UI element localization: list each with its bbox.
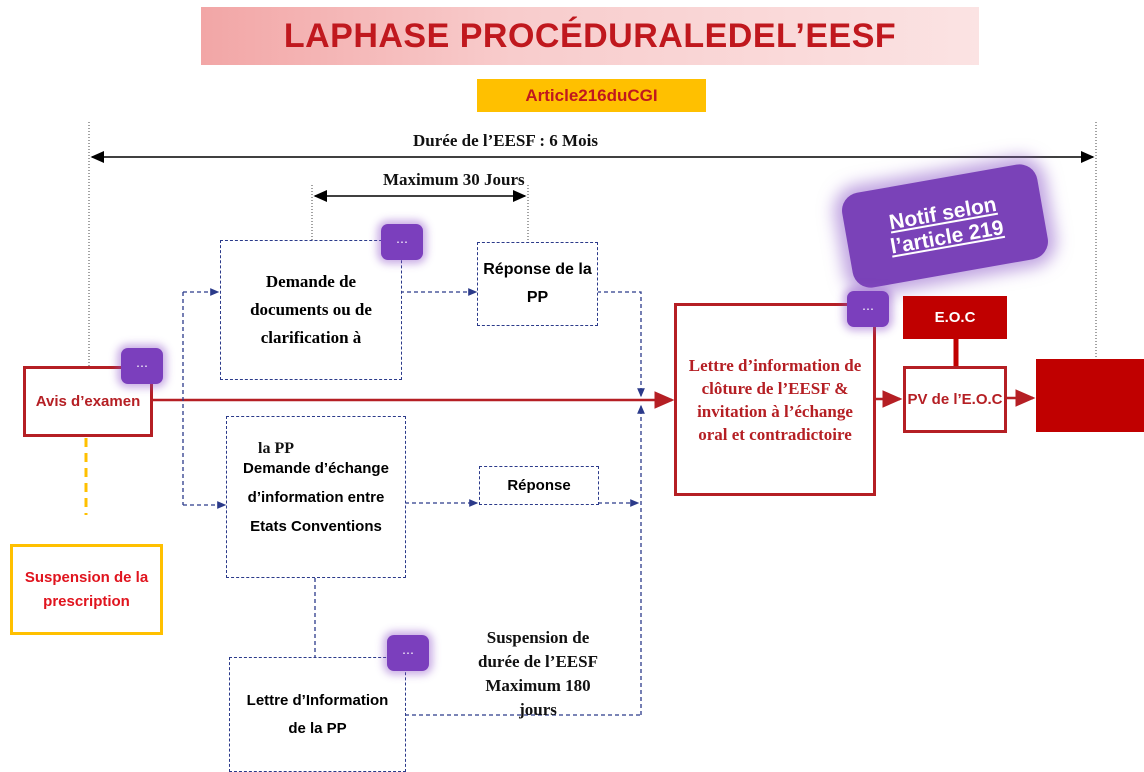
suspension-prescription-box: Suspension de la prescription <box>10 544 163 635</box>
eoc-box: E.O.C <box>903 296 1007 339</box>
demande-echange-pp-overlay: la PP <box>258 440 294 457</box>
demande-echange-box: Demande d’échange d’information entre Et… <box>226 416 406 578</box>
reponse-box: Réponse <box>479 466 599 505</box>
page-title: LAPHASE PROCÉDURALEDEL’EESF <box>283 16 897 55</box>
article-reference: Article216duCGI <box>525 85 658 105</box>
lettre-information-pp-box: Lettre d’Information de la PP <box>229 657 406 772</box>
demande-documents-label: Demande de documents ou de clarification… <box>250 272 372 347</box>
comment-icon[interactable]: ⋯ <box>387 635 429 671</box>
final-step-box <box>1036 359 1144 432</box>
demande-documents-box: Demande de documents ou de clarification… <box>220 240 402 380</box>
duration-label: Durée de l’EESF : 6 Mois <box>413 131 598 150</box>
article-reference-box: Article216duCGI <box>477 79 706 112</box>
comment-icon[interactable]: ⋯ <box>847 291 889 327</box>
notif-badge-text: Notif selon l’article 219 <box>887 192 1006 259</box>
lettre-cloture-box: Lettre d’information de clôture de l’EES… <box>674 303 876 496</box>
pv-eoc-box: PV de l’E.O.C <box>903 366 1007 433</box>
comment-icon[interactable]: ⋯ <box>381 224 423 260</box>
comment-icon[interactable]: ⋯ <box>121 348 163 384</box>
reponse-pp-label: Réponse de la PP <box>483 261 592 306</box>
reponse-label: Réponse <box>507 477 571 494</box>
reponse-pp-box: Réponse de la PP <box>477 242 598 326</box>
demande-echange-label: Demande d’échange d’information entre Et… <box>243 459 389 535</box>
lettre-information-pp-label: Lettre d’Information de la PP <box>246 691 389 737</box>
pv-eoc-label: PV de l’E.O.C <box>907 390 1003 408</box>
title-banner: LAPHASE PROCÉDURALEDEL’EESF <box>201 7 979 65</box>
arrow-reponse-pp-to-main <box>597 291 645 398</box>
avis-examen-label: Avis d’examen <box>35 392 141 410</box>
suspension-duree-label: Suspension de durée de l’EESF Maximum 18… <box>478 628 598 719</box>
eoc-label: E.O.C <box>934 309 976 326</box>
max30-label: Maximum 30 Jours <box>383 170 525 189</box>
lettre-cloture-label: Lettre d’information de clôture de l’EES… <box>688 355 862 444</box>
suspension-prescription-label: Suspension de la prescription <box>24 568 149 610</box>
